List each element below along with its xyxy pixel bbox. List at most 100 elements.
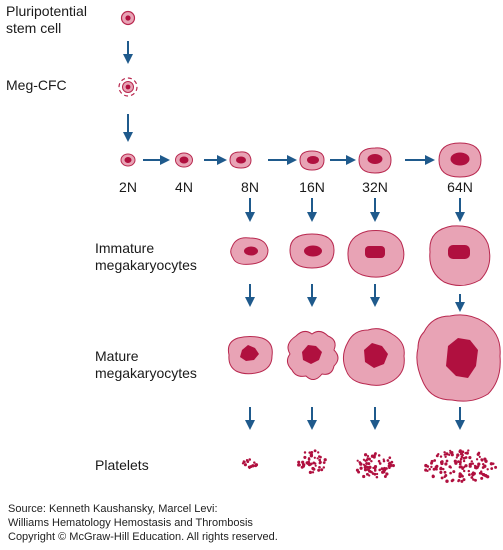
platelet	[314, 464, 317, 467]
cell-32n	[358, 147, 392, 174]
platelet	[318, 458, 322, 462]
platelet	[313, 449, 317, 453]
platelet	[435, 464, 439, 468]
platelet	[365, 458, 368, 462]
platelet	[389, 465, 392, 468]
stem-cell	[120, 10, 136, 26]
platelet	[368, 465, 372, 469]
platelet	[435, 467, 438, 471]
platelet	[377, 459, 381, 463]
platelet	[317, 468, 321, 472]
immature-megakaryocyte-32n	[347, 230, 405, 278]
platelet	[458, 449, 462, 453]
platelet	[480, 476, 484, 480]
platelet	[441, 461, 444, 465]
platelet	[253, 461, 256, 464]
platelet	[481, 466, 485, 469]
platelet	[451, 478, 455, 482]
platelet	[320, 468, 324, 472]
platelet	[443, 475, 446, 479]
platelet	[385, 472, 389, 476]
platelet	[467, 449, 470, 452]
platelet	[377, 454, 381, 457]
platelet	[457, 460, 460, 463]
platelet	[471, 462, 475, 465]
platelet	[489, 462, 494, 466]
platelet	[460, 455, 464, 459]
platelet	[465, 451, 469, 455]
platelet	[486, 475, 490, 479]
platelet	[430, 465, 433, 469]
meg-cfc-label: Meg-CFC	[6, 77, 67, 93]
cell-8n	[229, 151, 252, 169]
platelet	[449, 471, 452, 475]
platelet	[378, 468, 382, 472]
platelet	[382, 469, 385, 472]
platelet	[372, 455, 376, 459]
platelet	[323, 458, 327, 462]
platelet	[455, 456, 458, 459]
megakaryopoiesis-diagram	[118, 10, 501, 483]
platelet	[243, 460, 246, 464]
platelet	[490, 467, 494, 470]
platelet	[470, 476, 474, 479]
platelet	[383, 475, 387, 478]
source-citation: Source: Kenneth Kaushansky, Marcel Levi:…	[8, 503, 278, 543]
platelet-cluster-32n	[355, 452, 395, 479]
platelet	[452, 470, 456, 474]
platelet	[359, 462, 363, 466]
platelet	[457, 479, 460, 483]
platelet	[475, 458, 479, 461]
ploidy-4n: 4N	[175, 179, 193, 195]
platelet	[318, 465, 321, 469]
platelet	[390, 460, 394, 464]
platelet	[463, 469, 466, 473]
platelet	[375, 472, 379, 476]
platelet	[313, 456, 316, 459]
platelet	[444, 462, 448, 466]
platelet	[308, 470, 313, 475]
platelet	[445, 459, 449, 463]
platelet	[374, 452, 377, 455]
platelet	[477, 462, 481, 466]
platelet	[365, 462, 369, 465]
platelet	[316, 457, 319, 460]
platelet	[369, 470, 373, 474]
ploidy-64n: 64N	[447, 179, 473, 195]
platelet	[439, 466, 443, 469]
platelet	[307, 458, 311, 461]
meg-cfc-cell	[118, 77, 138, 97]
platelet	[359, 466, 363, 470]
platelet	[449, 449, 452, 452]
platelet	[388, 461, 391, 464]
platelet-cluster-64n	[424, 449, 498, 483]
platelet	[297, 463, 301, 467]
platelet	[430, 461, 433, 465]
ploidy-2n: 2N	[119, 179, 137, 195]
platelet	[311, 471, 315, 474]
platelet	[467, 469, 471, 473]
platelet	[363, 468, 368, 472]
mature-megakaryocyte-32n	[342, 328, 405, 386]
platelet	[313, 462, 317, 465]
platelet	[428, 467, 431, 471]
platelet	[468, 456, 472, 460]
platelet	[368, 474, 371, 477]
platelet	[309, 453, 314, 457]
immature-megakaryocytes-label: Immature megakaryocytes	[95, 240, 197, 273]
platelet	[322, 461, 326, 464]
platelet	[460, 465, 463, 469]
platelet	[484, 459, 488, 463]
platelet	[382, 459, 386, 463]
platelet	[478, 455, 481, 458]
platelet	[439, 455, 443, 458]
platelet	[462, 478, 466, 482]
platelet	[486, 468, 489, 471]
mature-megakaryocyte-64n	[416, 314, 501, 402]
platelet	[440, 476, 444, 480]
platelet	[454, 461, 458, 465]
platelet	[464, 464, 468, 468]
platelet	[367, 462, 371, 466]
platelet	[303, 451, 307, 454]
platelet	[443, 453, 446, 456]
